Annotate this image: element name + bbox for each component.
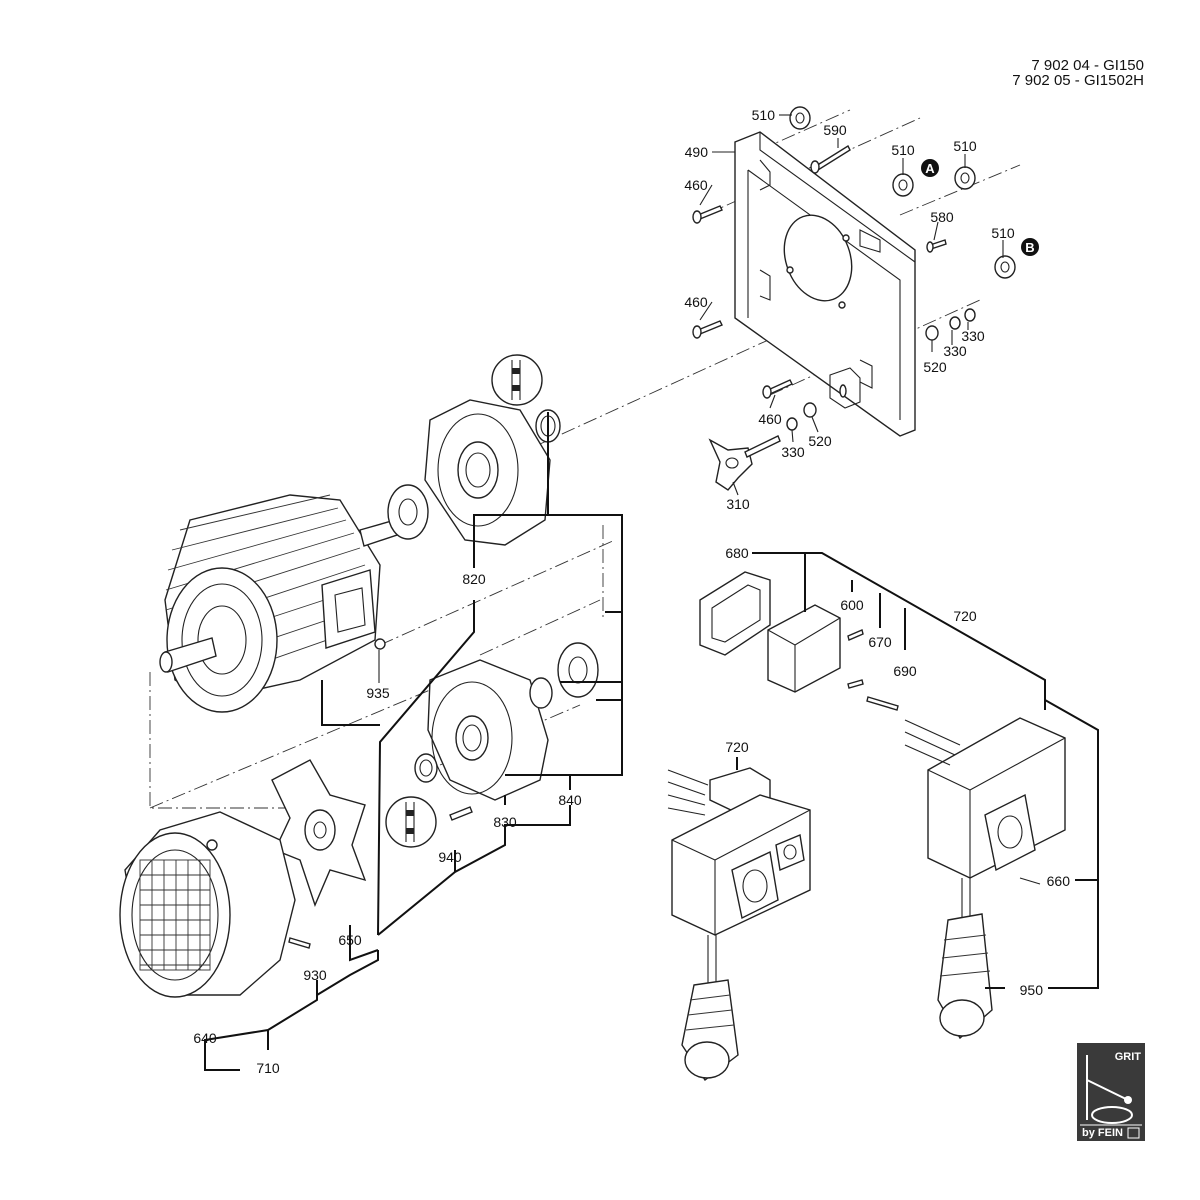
label-330-a: 330 <box>961 328 985 344</box>
label-950: 950 <box>1020 982 1044 998</box>
label-820: 820 <box>462 571 486 587</box>
label-510-c: 510 <box>953 138 977 154</box>
label-840: 840 <box>558 792 582 808</box>
rear-end-shield <box>414 642 599 821</box>
seal-detail-bubble-bottom <box>385 796 437 848</box>
grit-by-fein-logo: GRIT by FEIN <box>1077 1043 1145 1141</box>
label-720-top: 720 <box>953 608 977 624</box>
label-510-b: 510 <box>891 142 915 158</box>
label-510-a: 510 <box>752 107 776 123</box>
label-520-b: 520 <box>808 433 832 449</box>
grouping-brackets <box>204 412 1099 1071</box>
label-640: 640 <box>193 1030 217 1046</box>
label-940: 940 <box>438 849 462 865</box>
hardware-screws-and-washers <box>692 106 1016 431</box>
assembly-axes <box>149 109 1021 809</box>
label-680: 680 <box>725 545 749 561</box>
star-knob <box>708 435 781 491</box>
label-520-a: 520 <box>923 359 947 375</box>
label-650: 650 <box>338 932 362 948</box>
model-number-line-1: 7 902 04 - GI150 <box>1031 57 1144 74</box>
fan-cover-grille <box>139 859 211 971</box>
label-935: 935 <box>366 685 390 701</box>
base-plate <box>734 131 916 437</box>
leader-lines <box>378 114 1041 885</box>
seal-detail-bubble-top <box>491 354 543 406</box>
callout-b-text: B <box>1025 240 1034 255</box>
logo-maker-text: by FEIN <box>1082 1127 1123 1139</box>
label-670: 670 <box>868 634 892 650</box>
switch-box-right <box>904 717 1066 1040</box>
label-660: 660 <box>1047 873 1071 889</box>
fan-cover <box>119 811 311 998</box>
motor-housing <box>159 494 401 713</box>
label-580: 580 <box>930 209 954 225</box>
label-690: 690 <box>893 663 917 679</box>
model-number-line-2: 7 902 05 - GI1502H <box>1012 72 1144 89</box>
label-460-a: 460 <box>684 177 708 193</box>
label-720-left: 720 <box>725 739 749 755</box>
label-490: 490 <box>685 144 709 160</box>
switch-box-left <box>667 767 811 1082</box>
logo-brand-text: GRIT <box>1115 1051 1142 1063</box>
label-310: 310 <box>726 496 750 512</box>
callout-b: B <box>1021 238 1039 256</box>
label-330-c: 330 <box>781 444 805 460</box>
label-330-b: 330 <box>943 343 967 359</box>
label-830: 830 <box>493 814 517 830</box>
label-930: 930 <box>303 967 327 983</box>
part-labels: 510 590 490 510 510 460 580 510 460 330 … <box>193 107 1070 1076</box>
gasket-and-terminal-box <box>699 571 899 711</box>
callout-a-text: A <box>925 161 935 176</box>
cooling-fan <box>271 759 367 907</box>
label-590: 590 <box>823 122 847 138</box>
label-600: 600 <box>840 597 864 613</box>
label-510-d: 510 <box>991 225 1015 241</box>
label-710: 710 <box>256 1060 280 1076</box>
callout-a: A <box>921 159 939 177</box>
label-460-b: 460 <box>684 294 708 310</box>
front-end-shield <box>387 399 561 546</box>
label-460-c: 460 <box>758 411 782 427</box>
